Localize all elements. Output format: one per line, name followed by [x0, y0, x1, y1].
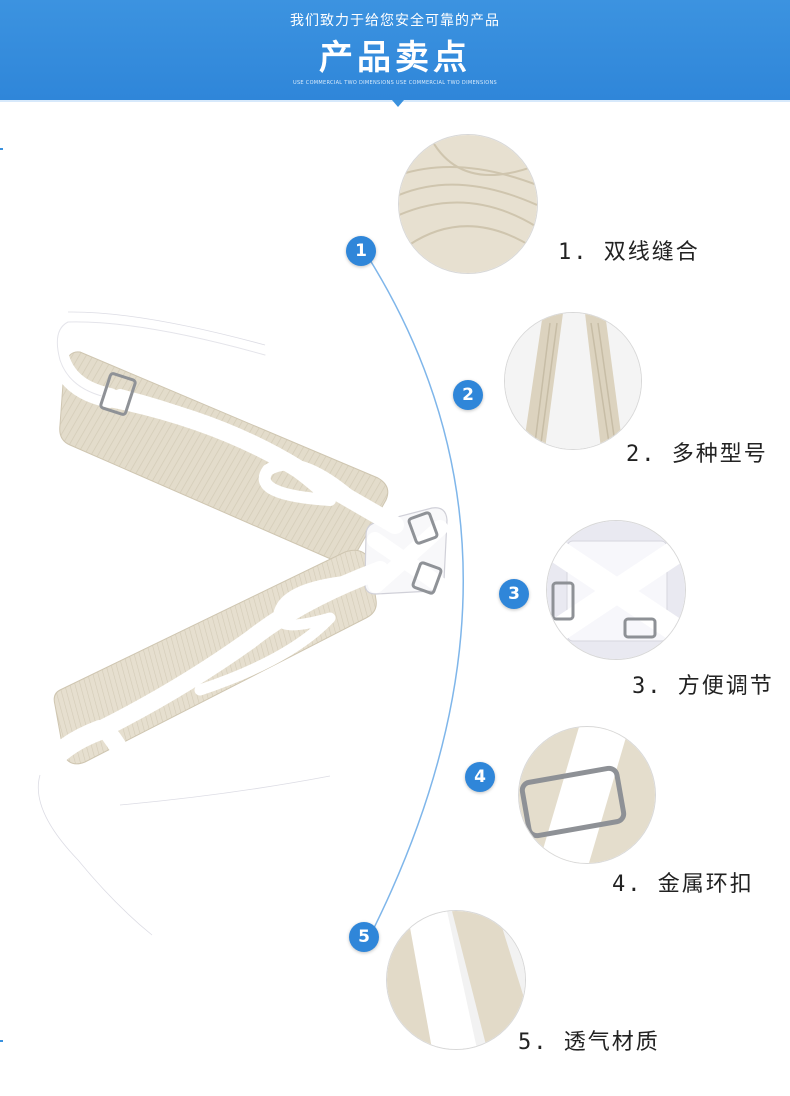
- marker-5: 5: [349, 922, 379, 952]
- marker-2: 2: [453, 380, 483, 410]
- marker-1: 1: [346, 236, 376, 266]
- thumb-adjustable: [546, 520, 686, 660]
- thumb-double-stitch: [398, 134, 538, 274]
- header-banner: 我们致力于给您安全可靠的产品 产品卖点 USE COMMERCIAL TWO D…: [0, 0, 790, 100]
- feature-label-3: 3. 方便调节: [632, 674, 774, 699]
- feature-label-2: 2. 多种型号: [626, 442, 768, 467]
- feature-label-1: 1. 双线缝合: [558, 240, 700, 265]
- thumb-models: [504, 312, 642, 450]
- banner-title: 产品卖点: [319, 38, 471, 78]
- banner-notch-icon: [392, 100, 404, 107]
- marker-3: 3: [499, 579, 529, 609]
- guide-arc: [364, 251, 464, 941]
- banner-english: USE COMMERCIAL TWO DIMENSIONS USE COMMER…: [293, 80, 497, 86]
- feature-label-5: 5. 透气材质: [518, 1030, 660, 1055]
- thumb-breathable: [386, 910, 526, 1050]
- marker-4: 4: [465, 762, 495, 792]
- edge-mark-top: [0, 148, 3, 150]
- edge-mark-bottom: [0, 1040, 3, 1042]
- thumb-metal-buckle: [518, 726, 656, 864]
- banner-subtitle: 我们致力于给您安全可靠的产品: [290, 13, 500, 29]
- feature-label-4: 4. 金属环扣: [612, 872, 754, 897]
- metal-buckle: [99, 372, 443, 595]
